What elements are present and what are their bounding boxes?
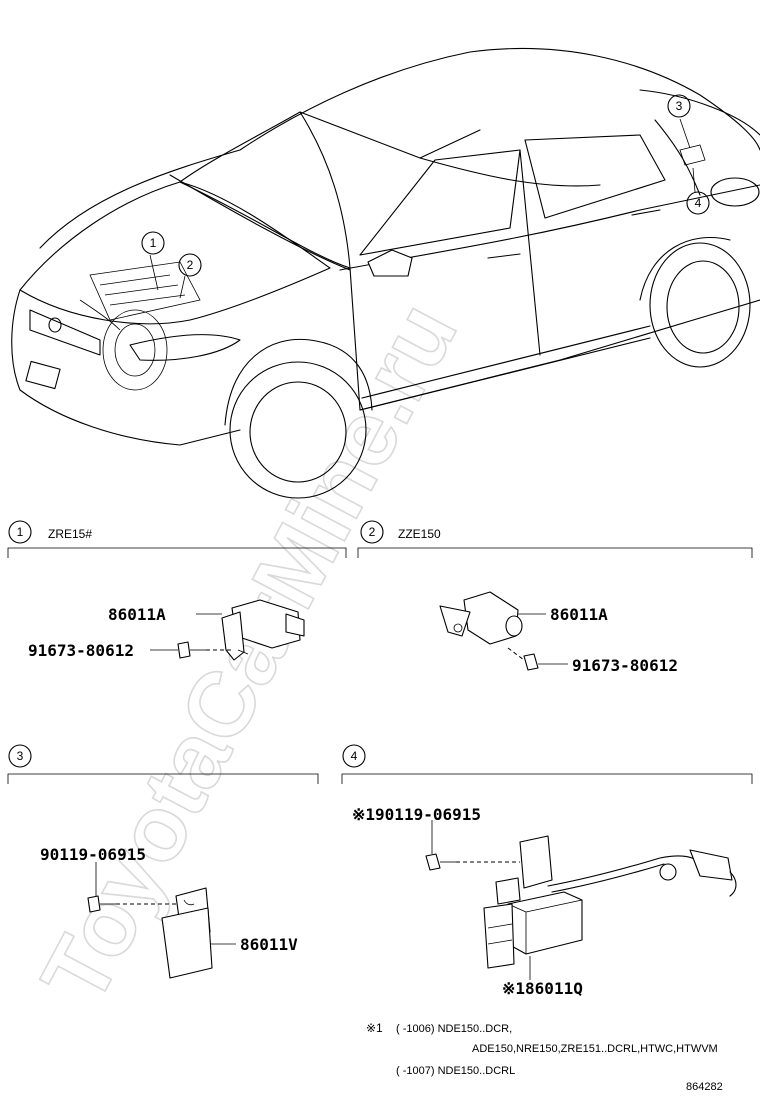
part-number-90119-06915: 90119-06915 (40, 845, 146, 864)
footnote-line-3: ( -1007) NDE150..DCRL (396, 1065, 515, 1077)
illustration-number: 864282 (686, 1081, 723, 1093)
overview-callout-1: 1 (141, 231, 165, 255)
part-number-86011Q-marked: ※186011Q (502, 979, 583, 998)
section-1-label: ZRE15# (48, 527, 92, 541)
car-illustration (11, 47, 760, 499)
svg-text:1: 1 (150, 236, 157, 250)
footnote-line-1: ( -1006) NDE150..DCR, (396, 1023, 512, 1035)
overview-callout-3: 3 (667, 94, 691, 118)
section-3-number: 3 (17, 749, 24, 763)
overview-callout-2: 2 (178, 253, 202, 277)
part-number-86011V: 86011V (240, 935, 298, 954)
footnote: ※1 ( -1006) NDE150..DCR, ADE150,NRE150,Z… (366, 1021, 718, 1077)
svg-text:2: 2 (187, 258, 194, 272)
overview-callout-4: 4 (686, 191, 710, 215)
section-2-number: 2 (369, 525, 376, 539)
svg-text:4: 4 (695, 196, 702, 210)
footnote-marker: ※1 (366, 1021, 383, 1035)
svg-text:3: 3 (676, 99, 683, 113)
part-number-91673-80612: 91673-80612 (28, 641, 134, 660)
part-number-91673-80612-2: 91673-80612 (572, 656, 678, 675)
section-2-label: ZZE150 (398, 527, 441, 541)
section-1: 1 ZRE15# 86011A 91673-80612 (7, 520, 347, 661)
section-4: 4 ※190119-06915 ※186011Q (341, 744, 753, 998)
part-number-86011A-2: 86011A (550, 605, 608, 624)
section-4-number: 4 (351, 749, 358, 763)
section-1-number: 1 (17, 525, 24, 539)
section-3: 3 90119-06915 86011V (7, 744, 319, 979)
footnote-line-2: ADE150,NRE150,ZRE151..DCRL,HTWC,HTWVM (472, 1043, 718, 1055)
section-2: 2 ZZE150 86011A 91673-80612 (357, 520, 753, 675)
part-number-90119-06915-marked: ※190119-06915 (352, 805, 481, 824)
part-number-86011A: 86011A (108, 605, 166, 624)
